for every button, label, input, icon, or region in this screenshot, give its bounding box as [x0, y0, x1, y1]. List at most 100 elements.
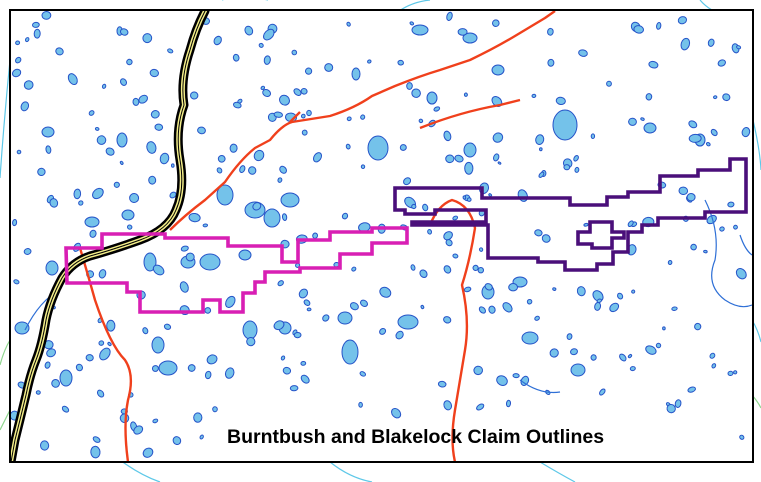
lake — [204, 307, 212, 314]
lake — [531, 93, 537, 99]
lake — [358, 401, 363, 408]
lake — [142, 33, 153, 44]
lake — [443, 231, 453, 241]
highway-centerline — [11, 11, 206, 461]
lake — [443, 265, 452, 274]
lake — [280, 355, 286, 361]
lake — [212, 406, 218, 413]
lake — [688, 133, 702, 143]
lake — [488, 305, 496, 314]
lake — [452, 215, 459, 221]
lake — [566, 333, 573, 340]
lake — [73, 188, 82, 200]
lake — [185, 252, 195, 262]
lake — [379, 286, 392, 298]
lake — [674, 399, 682, 408]
lake — [722, 93, 731, 102]
highway — [11, 11, 210, 461]
lake — [158, 360, 178, 376]
lake — [305, 67, 313, 75]
lake — [422, 203, 429, 212]
road-blakelock — [428, 198, 477, 461]
roads — [78, 11, 556, 461]
lake — [341, 339, 359, 365]
lake — [300, 360, 307, 366]
lake — [280, 192, 300, 208]
lake — [741, 127, 751, 138]
lake — [293, 331, 302, 339]
lake — [92, 187, 104, 200]
lake — [170, 163, 175, 168]
lake — [472, 264, 479, 271]
lake — [216, 184, 234, 206]
lake — [713, 95, 718, 100]
lake — [98, 340, 105, 346]
lake — [399, 144, 407, 151]
lake — [727, 201, 735, 208]
lake — [121, 209, 135, 221]
lake — [705, 142, 711, 147]
lake — [707, 38, 715, 47]
lake — [360, 164, 366, 169]
lake — [253, 149, 265, 162]
lake — [521, 331, 539, 345]
lake — [252, 202, 262, 211]
lake — [142, 447, 154, 458]
lake — [106, 319, 116, 332]
lake — [149, 68, 159, 78]
lake — [631, 289, 636, 294]
lake — [443, 316, 452, 324]
lake — [547, 58, 555, 67]
lake — [159, 152, 170, 165]
lake — [349, 302, 359, 311]
lake — [324, 63, 334, 72]
lake — [419, 269, 428, 278]
lake — [300, 374, 310, 384]
lake — [180, 245, 189, 252]
lake — [151, 336, 165, 354]
lake — [133, 425, 144, 435]
lake — [217, 154, 226, 163]
lake — [49, 198, 59, 208]
lake — [437, 380, 447, 388]
lake — [16, 149, 22, 155]
lake — [216, 167, 223, 174]
lake — [359, 371, 367, 377]
lake — [360, 114, 366, 120]
lake — [12, 219, 18, 227]
lake — [648, 60, 659, 69]
lake — [410, 264, 416, 271]
lake — [20, 101, 30, 112]
lake — [279, 94, 290, 106]
lake — [51, 379, 60, 388]
lake — [258, 42, 264, 48]
lake — [395, 330, 404, 340]
lake — [552, 109, 578, 141]
lake — [41, 126, 55, 138]
lake — [99, 347, 111, 361]
lake — [484, 283, 493, 291]
lake — [640, 117, 645, 121]
lake — [538, 147, 543, 152]
lake — [628, 117, 637, 126]
lake — [570, 363, 586, 377]
lake — [473, 365, 483, 376]
lake — [464, 161, 474, 175]
lake — [263, 55, 271, 65]
lake — [39, 440, 50, 451]
lake — [232, 101, 242, 109]
lake — [199, 253, 221, 271]
lake — [627, 220, 634, 227]
lake — [202, 223, 208, 228]
lake — [260, 85, 266, 91]
lake — [576, 286, 586, 297]
lake — [24, 37, 30, 43]
lake — [627, 354, 633, 359]
lake — [41, 11, 52, 20]
lake — [179, 281, 189, 293]
lake — [629, 366, 636, 372]
lake — [13, 279, 20, 285]
lake — [619, 353, 627, 362]
lake — [35, 390, 41, 395]
